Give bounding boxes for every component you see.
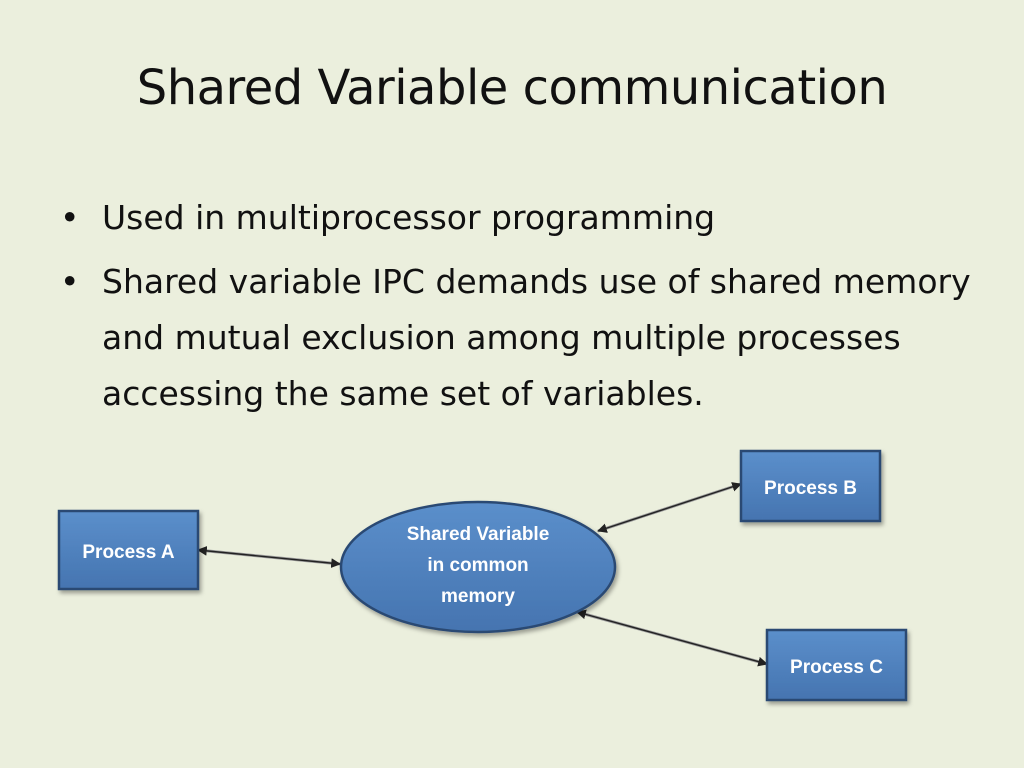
slide-title: Shared Variable communication xyxy=(136,60,888,116)
bullet-icon: • xyxy=(60,198,80,237)
shared-variable-label-line3: memory xyxy=(441,586,515,607)
bullet-text: Used in multiprocessor programming xyxy=(102,198,716,237)
bullet-text: Shared variable IPC demands use of share… xyxy=(102,262,971,413)
process-b-node: Process B xyxy=(739,449,882,523)
bullet-list: • Used in multiprocessor programming • S… xyxy=(60,190,990,430)
shared-variable-node: Shared Variable in common memory xyxy=(339,500,617,634)
arrow-shared-b xyxy=(597,482,742,533)
bullet-item: • Shared variable IPC demands use of sha… xyxy=(60,254,990,422)
shared-variable-label-line2: in common xyxy=(427,555,528,576)
bullet-item: • Used in multiprocessor programming xyxy=(60,190,990,246)
process-a-node: Process A xyxy=(57,509,200,591)
process-c-node: Process C xyxy=(765,628,908,702)
shared-variable-label-line1: Shared Variable xyxy=(407,524,550,545)
process-b-label: Process B xyxy=(764,478,857,499)
arrow-shared-c xyxy=(576,609,768,667)
arrow-a-shared xyxy=(197,545,341,569)
process-a-label: Process A xyxy=(82,542,175,563)
bullet-icon: • xyxy=(60,262,80,301)
process-c-label: Process C xyxy=(790,657,883,678)
